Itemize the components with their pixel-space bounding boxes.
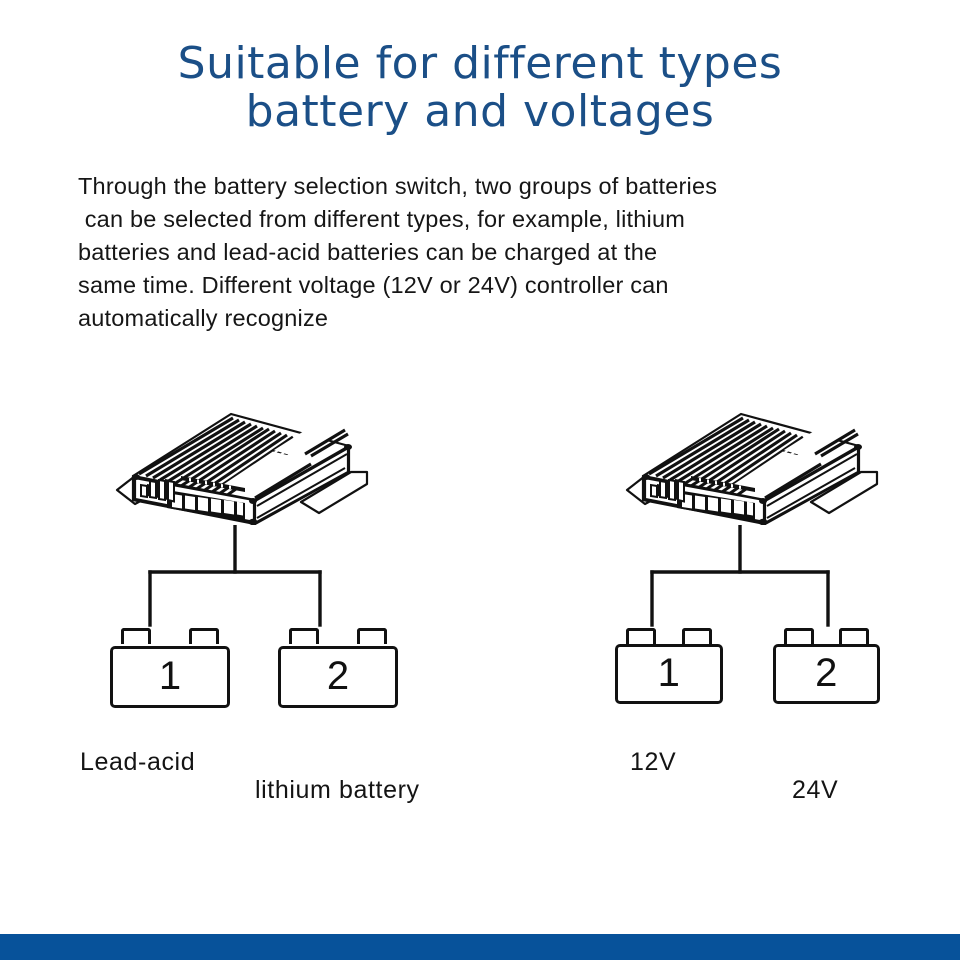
battery-icon-2: 2 xyxy=(278,628,398,708)
solar-charge-controller-icon xyxy=(615,380,885,526)
battery-number: 2 xyxy=(815,651,838,695)
page-title-line-2: battery and voltages xyxy=(245,86,715,137)
description-line-1: Through the battery selection switch, tw… xyxy=(78,173,718,199)
battery-terminal-negative-icon xyxy=(839,628,869,644)
battery-label-lithium: lithium battery xyxy=(255,776,420,804)
battery-row: 1 2 xyxy=(110,628,400,708)
battery-body: 2 xyxy=(278,646,398,708)
description-paragraph: Through the battery selection switch, tw… xyxy=(78,170,928,335)
battery-terminal-negative-icon xyxy=(357,628,387,644)
battery-body: 1 xyxy=(615,644,723,704)
battery-icon-1: 1 xyxy=(615,628,723,704)
battery-terminal-positive-icon xyxy=(626,628,656,644)
battery-label-24v: 24V xyxy=(792,776,839,804)
bottom-accent-bar xyxy=(0,934,960,960)
battery-terminal-negative-icon xyxy=(681,628,712,644)
battery-terminal-negative-icon xyxy=(189,628,219,644)
description-line-5: automatically recognize xyxy=(78,305,329,331)
battery-row: 1 2 xyxy=(615,628,880,704)
battery-label-lead-acid: Lead-acid xyxy=(80,748,196,776)
page-title-line-1: Suitable for different types xyxy=(177,38,783,89)
description-line-4: same time. Different voltage (12V or 24V… xyxy=(78,272,669,298)
battery-label-row: Lead-acid lithium battery xyxy=(80,720,500,832)
battery-terminal-positive-icon xyxy=(121,628,151,644)
page-title: Suitable for different types battery and… xyxy=(0,40,960,136)
description-line-2: can be selected from different types, fo… xyxy=(78,206,685,232)
battery-label-12v: 12V xyxy=(630,748,677,776)
battery-number: 1 xyxy=(657,651,680,695)
battery-terminal-positive-icon xyxy=(783,628,814,644)
description-line-3: batteries and lead-acid batteries can be… xyxy=(78,239,658,265)
battery-type-group: 1 2 Lead-acid lithium battery xyxy=(80,380,500,804)
battery-number: 1 xyxy=(158,654,182,698)
battery-icon-1: 1 xyxy=(110,628,230,708)
battery-terminal-positive-icon xyxy=(289,628,319,644)
solar-charge-controller-icon xyxy=(105,380,375,526)
connector-tree xyxy=(590,523,930,635)
battery-body: 2 xyxy=(772,644,880,704)
battery-body: 1 xyxy=(110,646,230,708)
battery-voltage-group: 1 2 12V 24V xyxy=(590,380,930,804)
battery-label-row: 12V 24V xyxy=(590,720,930,832)
connector-tree xyxy=(80,523,500,635)
battery-number: 2 xyxy=(326,654,350,698)
battery-icon-2: 2 xyxy=(772,628,880,704)
